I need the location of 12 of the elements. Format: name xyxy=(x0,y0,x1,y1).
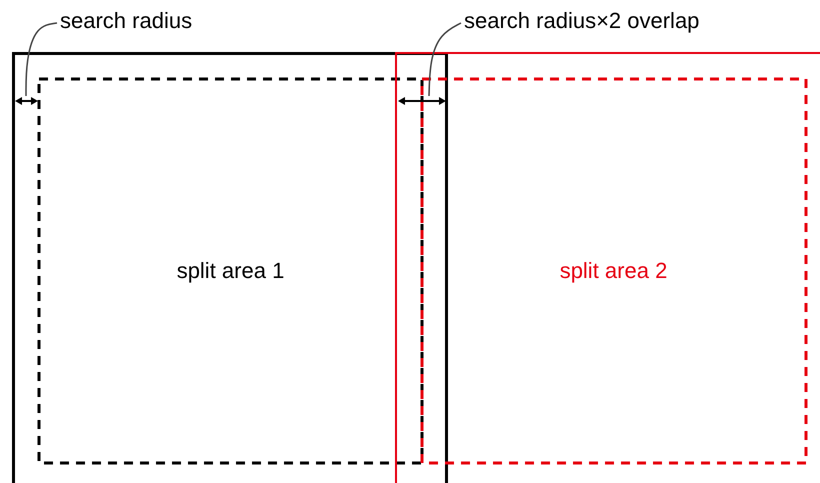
area-boundary xyxy=(12,52,448,483)
dashed-area-box xyxy=(422,78,806,462)
area-label: split area 1 xyxy=(176,258,284,283)
dimension-line xyxy=(398,96,446,106)
leader-line xyxy=(428,22,462,96)
annotation-text: search radius×2 overlap xyxy=(464,10,700,32)
dashed-area-box xyxy=(39,79,422,463)
dimension-line xyxy=(15,96,38,106)
annotation-text: search radius xyxy=(60,10,192,32)
area-boundary xyxy=(395,52,820,483)
leader-line xyxy=(25,22,58,96)
area-label: split area 2 xyxy=(560,258,668,282)
